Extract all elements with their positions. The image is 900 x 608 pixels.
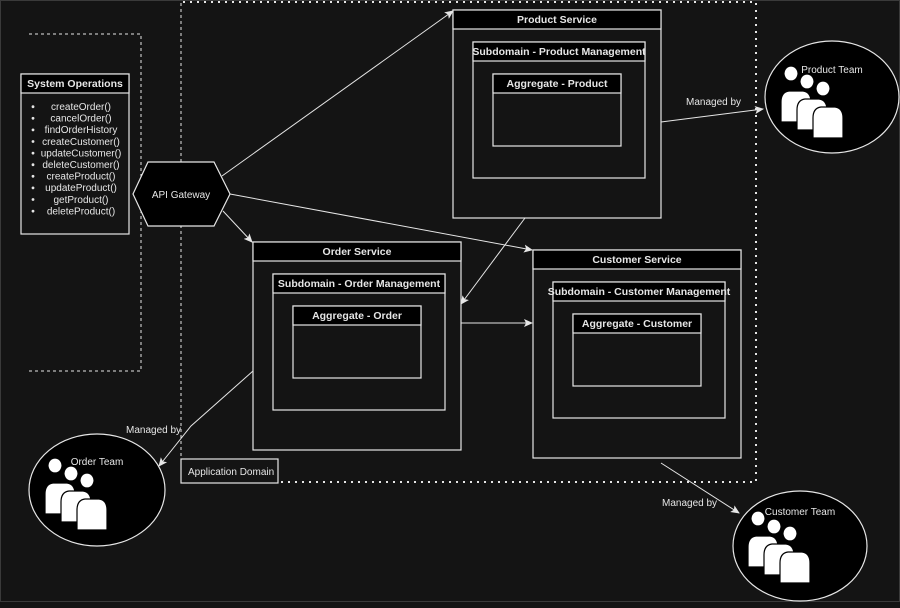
order-subdomain-title: Subdomain - Order Management <box>278 278 441 290</box>
operation-item: updateProduct() <box>45 183 117 194</box>
application-domain-label: Application Domain <box>188 467 274 478</box>
customer-service: Customer Service Subdomain - Customer Ma… <box>532 249 742 459</box>
order-service-title: Order Service <box>323 246 392 258</box>
customer-team: Customer Team <box>732 490 868 602</box>
bullet-icon <box>31 151 35 155</box>
operation-item: createProduct() <box>47 172 116 183</box>
bullet-icon <box>31 198 35 201</box>
order-service: Order Service Subdomain - Order Manageme… <box>252 241 462 451</box>
edge-product-managed-by <box>660 106 764 123</box>
managed-by-label-order: Managed by <box>126 425 181 436</box>
edge-gateway-to-order <box>222 210 253 243</box>
customer-subdomain-title: Subdomain - Customer Management <box>548 286 731 298</box>
product-team-label: Product Team <box>801 65 863 76</box>
bullet-icon <box>31 209 35 213</box>
operation-item: findOrderHistory <box>45 125 118 136</box>
system-operations-container <box>29 33 142 372</box>
managed-by-label-customer: Managed by <box>662 498 717 509</box>
system-operations-title: System Operations <box>27 78 123 90</box>
bullet-icon <box>31 116 35 120</box>
bullet-icon <box>31 128 35 132</box>
operation-item: deleteProduct() <box>47 206 115 217</box>
bullet-icon <box>31 140 35 143</box>
customer-team-label: Customer Team <box>765 507 835 518</box>
application-domain-label-box: Application Domain <box>180 458 279 484</box>
edge-product-to-order <box>460 217 526 305</box>
operation-item: createCustomer() <box>42 137 120 148</box>
bullet-icon <box>31 174 35 178</box>
edge-gateway-to-product <box>221 10 454 177</box>
bullet-icon <box>31 163 35 167</box>
edge-gateway-to-customer <box>229 193 533 253</box>
application-domain-border <box>183 1 757 483</box>
api-gateway-label: API Gateway <box>152 190 210 201</box>
edge-order-managed-by <box>158 370 254 467</box>
operation-item: cancelOrder() <box>50 114 111 125</box>
operation-item: updateCustomer() <box>41 148 122 159</box>
operation-item: getProduct() <box>53 195 108 206</box>
bullet-icon <box>31 186 35 190</box>
product-service: Product Service Subdomain - Product Mana… <box>452 9 662 219</box>
product-service-title: Product Service <box>517 14 597 26</box>
edge-customer-managed-by <box>660 462 740 514</box>
api-gateway: API Gateway <box>132 161 231 227</box>
order-team-label: Order Team <box>71 457 124 468</box>
system-operations-box: System Operations createOrder()cancelOrd… <box>20 73 130 235</box>
customer-service-title: Customer Service <box>592 254 681 266</box>
order-team: Order Team <box>28 433 166 547</box>
managed-by-label-product: Managed by <box>686 97 741 108</box>
operation-item: deleteCustomer() <box>42 160 119 171</box>
product-team: Product Team <box>764 40 900 154</box>
product-aggregate-title: Aggregate - Product <box>507 78 608 90</box>
customer-aggregate-title: Aggregate - Customer <box>582 318 692 330</box>
bullet-icon <box>31 105 35 109</box>
product-subdomain-title: Subdomain - Product Management <box>472 46 646 58</box>
operation-item: createOrder() <box>51 102 111 113</box>
order-aggregate-title: Aggregate - Order <box>312 310 402 322</box>
operations-list: createOrder()cancelOrder()findOrderHisto… <box>31 102 122 217</box>
